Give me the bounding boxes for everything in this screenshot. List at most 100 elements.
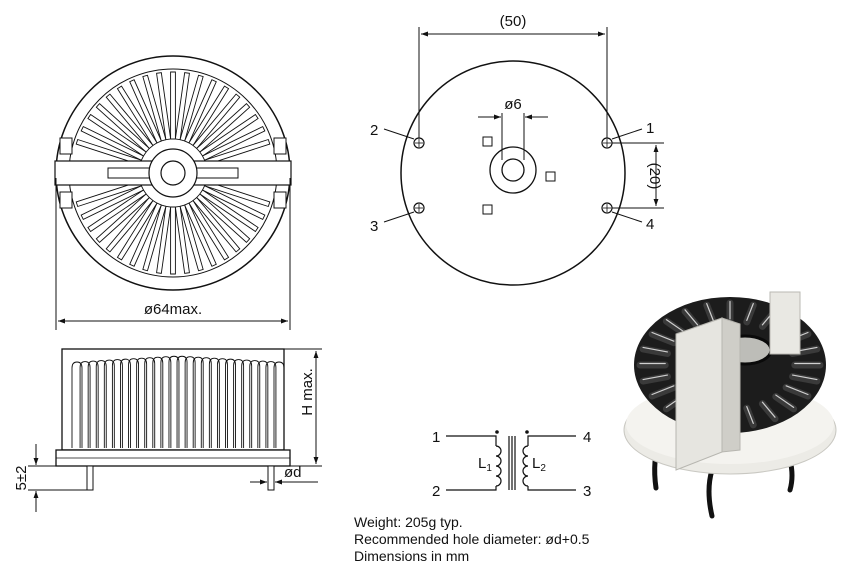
top-view-divider-left-slot bbox=[107, 167, 154, 179]
top-view-notch-right-upper bbox=[273, 137, 287, 155]
product-winding-turn bbox=[681, 307, 702, 330]
product-separator bbox=[675, 317, 723, 471]
height-label: H max. bbox=[299, 368, 316, 416]
schematic-wire-pin-3 bbox=[527, 486, 576, 491]
product-winding-turn bbox=[639, 373, 671, 385]
winding-turn bbox=[170, 71, 176, 140]
winding-turn bbox=[95, 193, 150, 244]
product-winding-highlight bbox=[746, 303, 754, 321]
diameter-label: ø64max. bbox=[144, 301, 202, 318]
winding-turn bbox=[199, 113, 259, 157]
schematic-pin-label-3: 3 bbox=[583, 483, 591, 500]
winding-turn bbox=[129, 202, 162, 267]
product-winding-highlight bbox=[785, 385, 809, 396]
side-winding-turn bbox=[241, 359, 253, 448]
side-winding-turn bbox=[200, 357, 212, 448]
side-winding-turn bbox=[233, 359, 245, 448]
winding-turn bbox=[179, 204, 204, 272]
pin-1-leader bbox=[611, 128, 643, 140]
footprint-square-mark bbox=[482, 204, 493, 215]
footprint-pin-label-1: 1 bbox=[646, 120, 654, 137]
winding-turn bbox=[174, 205, 190, 274]
winding-turn bbox=[199, 189, 259, 233]
winding-turn bbox=[129, 79, 162, 144]
winding-turn bbox=[184, 79, 217, 144]
winding-turn bbox=[188, 199, 230, 261]
side-view: H max. 5±2 ød bbox=[13, 348, 322, 512]
product-winding-highlight bbox=[706, 303, 714, 321]
side-view-windings bbox=[71, 355, 285, 448]
product-winding-highlight bbox=[651, 331, 675, 342]
winding-turn bbox=[156, 72, 172, 141]
schematic-pin-label-1: 1 bbox=[432, 429, 440, 446]
side-winding-turn bbox=[71, 361, 83, 448]
footprint-pin-hole-2 bbox=[413, 137, 425, 149]
winding-turn bbox=[142, 204, 167, 272]
winding-turn bbox=[196, 102, 251, 153]
top-view-divider-right-slot bbox=[192, 167, 239, 179]
product-illustration bbox=[623, 291, 837, 519]
product-winding-highlight bbox=[746, 406, 754, 424]
pin-3-leader bbox=[383, 211, 415, 223]
top-view-center-hole bbox=[160, 160, 186, 186]
side-winding-turn bbox=[265, 361, 277, 448]
side-winding-turn bbox=[103, 359, 115, 448]
schematic-polarity-dot-1 bbox=[495, 430, 499, 434]
footprint-pin-hole-3 bbox=[413, 202, 425, 214]
footprint-square-mark bbox=[482, 136, 493, 147]
winding-turn bbox=[179, 74, 204, 142]
product-lead bbox=[706, 467, 715, 519]
product-winding-highlight bbox=[642, 374, 669, 381]
standoff-label: 5±2 bbox=[13, 466, 30, 491]
footprint-pin-label-4: 4 bbox=[646, 216, 654, 233]
side-winding-turn bbox=[225, 358, 236, 448]
side-winding-turn bbox=[184, 356, 196, 448]
winding-turn bbox=[201, 125, 266, 161]
winding-turn bbox=[188, 85, 230, 147]
winding-turn bbox=[105, 93, 154, 150]
side-winding-turn bbox=[79, 361, 91, 448]
schematic-wire-pin-1 bbox=[446, 435, 497, 446]
winding-turn bbox=[196, 193, 251, 244]
footprint-pin-label-3: 3 bbox=[370, 218, 378, 235]
winding-turn bbox=[174, 72, 190, 141]
notes: Weight: 205g typ. Recommended hole diame… bbox=[354, 514, 589, 565]
side-winding-turn bbox=[128, 358, 140, 448]
winding-turn bbox=[142, 74, 167, 142]
note-units: Dimensions in mm bbox=[354, 548, 470, 564]
footprint-pin-label-2: 2 bbox=[370, 122, 378, 139]
side-winding-turn bbox=[111, 359, 123, 448]
winding-turn bbox=[116, 85, 158, 147]
side-winding-turn bbox=[87, 360, 99, 448]
product-winding-turn bbox=[648, 330, 678, 347]
pin-4-leader bbox=[611, 211, 643, 223]
side-view-body bbox=[61, 348, 285, 451]
schematic-inductor-2-coil bbox=[522, 445, 529, 487]
side-winding-turn bbox=[257, 360, 269, 448]
winding-turn bbox=[87, 113, 147, 157]
schematic-polarity-dot-2 bbox=[525, 430, 529, 434]
product-separator-side bbox=[721, 317, 741, 453]
lead-left bbox=[86, 465, 94, 491]
winding-turn bbox=[95, 102, 150, 153]
side-winding-turn bbox=[120, 358, 131, 448]
top-view-notch-left-upper bbox=[59, 137, 73, 155]
schematic-pin-label-2: 2 bbox=[432, 483, 440, 500]
product-winding-highlight bbox=[642, 346, 669, 353]
product-winding-turn bbox=[639, 345, 671, 357]
winding-turn bbox=[170, 206, 176, 275]
center-hole-label: ø6 bbox=[504, 96, 522, 113]
side-winding-turn bbox=[176, 355, 188, 448]
side-winding-turn bbox=[95, 360, 107, 448]
winding-turn bbox=[105, 196, 154, 253]
product-winding-turn bbox=[648, 383, 678, 400]
schematic-wire-pin-2 bbox=[446, 486, 497, 491]
side-winding-turn bbox=[249, 360, 261, 448]
lead-label: ød bbox=[284, 464, 302, 481]
schematic bbox=[446, 435, 576, 491]
schematic-wire-pin-4 bbox=[527, 435, 576, 446]
schematic-inductor-1-coil bbox=[495, 445, 502, 487]
footprint-pin-hole-4 bbox=[601, 202, 613, 214]
top-view-notch-right-lower bbox=[273, 191, 287, 209]
